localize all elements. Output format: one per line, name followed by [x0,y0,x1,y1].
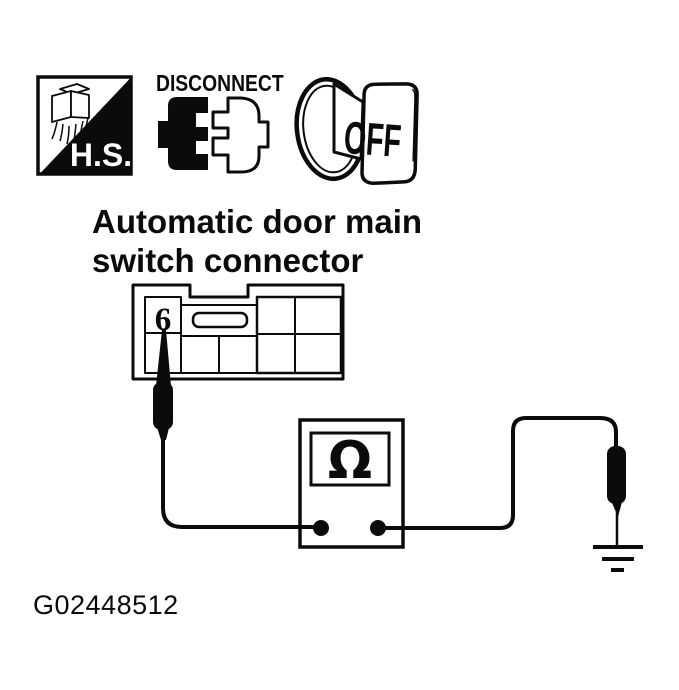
meter-terminal-left [313,520,329,536]
probe-body-right [607,446,626,504]
probe-needle-left [156,330,171,386]
ground-symbol [593,545,643,572]
disconnect-icon: DISCONNECT [156,72,284,174]
disconnect-label: DISCONNECT [156,72,284,97]
key-blade-edge-line [411,88,416,162]
key-flag [332,82,365,161]
caption-line2: switch connector [92,242,364,279]
disconnect-plug-right [211,96,270,174]
key-off-icon: OFF [294,76,419,186]
meter-lead-right [376,416,618,530]
hs-badge-label: H.S. [70,137,132,173]
hs-badge-icon: H.S. [36,75,133,176]
connector-keyway [191,311,249,329]
figure-id: G02448512 [33,590,179,620]
pin-number-label: 6 [155,302,172,338]
disconnect-plug-left [158,97,208,170]
test-probe-right [376,416,626,546]
meter-lead-left [161,434,323,529]
ohmmeter: Ω [298,418,405,549]
switch-connector-diagram [131,283,345,381]
ohmmeter-display [309,431,391,487]
harness-connector-icon [51,83,90,145]
ohm-symbol: Ω [328,431,372,491]
hs-badge-triangle [41,79,130,173]
caption: Automatic door main switch connector [92,202,422,280]
caption-line1: Automatic door main [92,203,423,240]
test-probe-left [153,330,323,529]
key-off-label: OFF [342,112,402,168]
key-blade [360,82,419,186]
probe-body-left [153,382,173,430]
connector-housing [131,283,345,381]
